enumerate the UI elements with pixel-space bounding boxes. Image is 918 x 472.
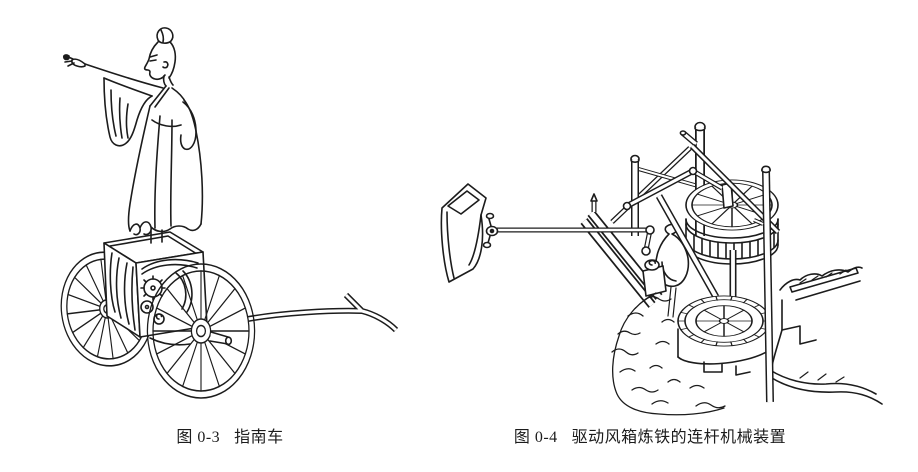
figure-0-4-caption: 图 0-4 驱动风箱炼铁的连杆机械装置 bbox=[430, 423, 870, 447]
figure-0-3-caption: 图 0-3 指南车 bbox=[40, 423, 420, 447]
figure-0-3-title: 指南车 bbox=[234, 429, 284, 446]
bellows-and-rod bbox=[440, 183, 655, 283]
south-pointing-chariot-illustration bbox=[60, 27, 399, 399]
figure-0-4-title: 驱动风箱炼铁的连杆机械装置 bbox=[571, 429, 787, 446]
drawbar bbox=[247, 292, 399, 333]
water-wheel bbox=[677, 295, 771, 376]
front-brace bbox=[655, 194, 720, 299]
shaft-and-furnace bbox=[580, 193, 737, 318]
figure-0-3-label: 图 0-3 bbox=[176, 429, 221, 446]
water bbox=[611, 292, 726, 416]
foreground-post bbox=[753, 165, 774, 403]
crank-and-lever bbox=[622, 143, 781, 235]
bellows-linkage-illustration bbox=[440, 121, 883, 416]
river-bank bbox=[769, 266, 883, 405]
robed-figure bbox=[63, 27, 204, 236]
frame-posts bbox=[610, 121, 706, 236]
front-wheel bbox=[146, 263, 256, 399]
figure-0-4-label: 图 0-4 bbox=[513, 429, 558, 446]
